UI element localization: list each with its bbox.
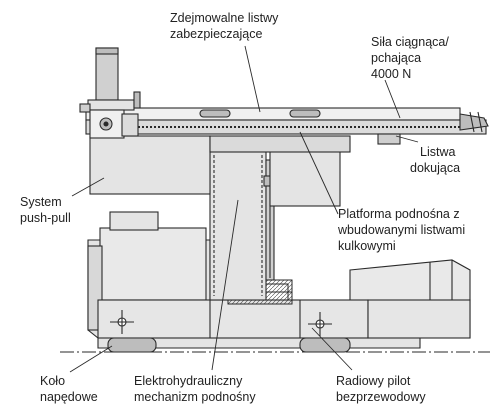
label-platform: Platforma podnośna z wbudowanymi listwam… — [337, 207, 469, 253]
label-push-pull-system: System push-pull — [20, 195, 71, 225]
label-platform-line3: kulkowymi — [338, 239, 396, 253]
label-push-pull-system-line1: System — [20, 195, 62, 209]
label-drive-wheel: Koło napędowe — [40, 374, 98, 404]
platform — [85, 107, 489, 145]
label-force-line2: pchająca — [371, 51, 421, 65]
label-lift-mechanism-line2: mechanizm podnośny — [134, 390, 256, 404]
drive-motor-assembly — [79, 47, 141, 139]
label-guard-strips-line1: Zdejmowalne listwy — [170, 11, 279, 25]
label-force: Siła ciągnąca/ pchająca 4000 N — [371, 35, 452, 81]
leader-lines — [69, 45, 419, 373]
label-guard-strips-line2: zabezpieczające — [170, 27, 262, 41]
label-remote-line2: bezprzewodowy — [336, 390, 426, 404]
label-lift-mechanism-line1: Elektrohydrauliczny — [134, 374, 243, 388]
label-push-pull-system-line2: push-pull — [20, 211, 71, 225]
label-remote: Radiowy pilot bezprzewodowy — [336, 374, 426, 404]
label-docking-strip: Listwa dokująca — [410, 145, 460, 175]
lift-column — [209, 149, 279, 301]
label-docking-strip-line2: dokująca — [410, 161, 460, 175]
wheels — [107, 310, 351, 353]
label-force-line1: Siła ciągnąca/ — [371, 35, 449, 49]
label-remote-line1: Radiowy pilot — [336, 374, 411, 388]
chassis — [87, 211, 471, 349]
label-platform-line2: wbudowanymi listwami — [337, 223, 465, 237]
label-docking-strip-line1: Listwa — [420, 145, 455, 159]
label-drive-wheel-line1: Koło — [40, 374, 65, 388]
label-guard-strips: Zdejmowalne listwy zabezpieczające — [170, 11, 282, 41]
push-pull-housing — [89, 135, 351, 207]
label-platform-line1: Platforma podnośna z — [338, 207, 460, 221]
label-lift-mechanism: Elektrohydrauliczny mechanizm podnośny — [134, 374, 256, 404]
label-drive-wheel-line2: napędowe — [40, 390, 98, 404]
label-force-line3: 4000 N — [371, 67, 411, 81]
